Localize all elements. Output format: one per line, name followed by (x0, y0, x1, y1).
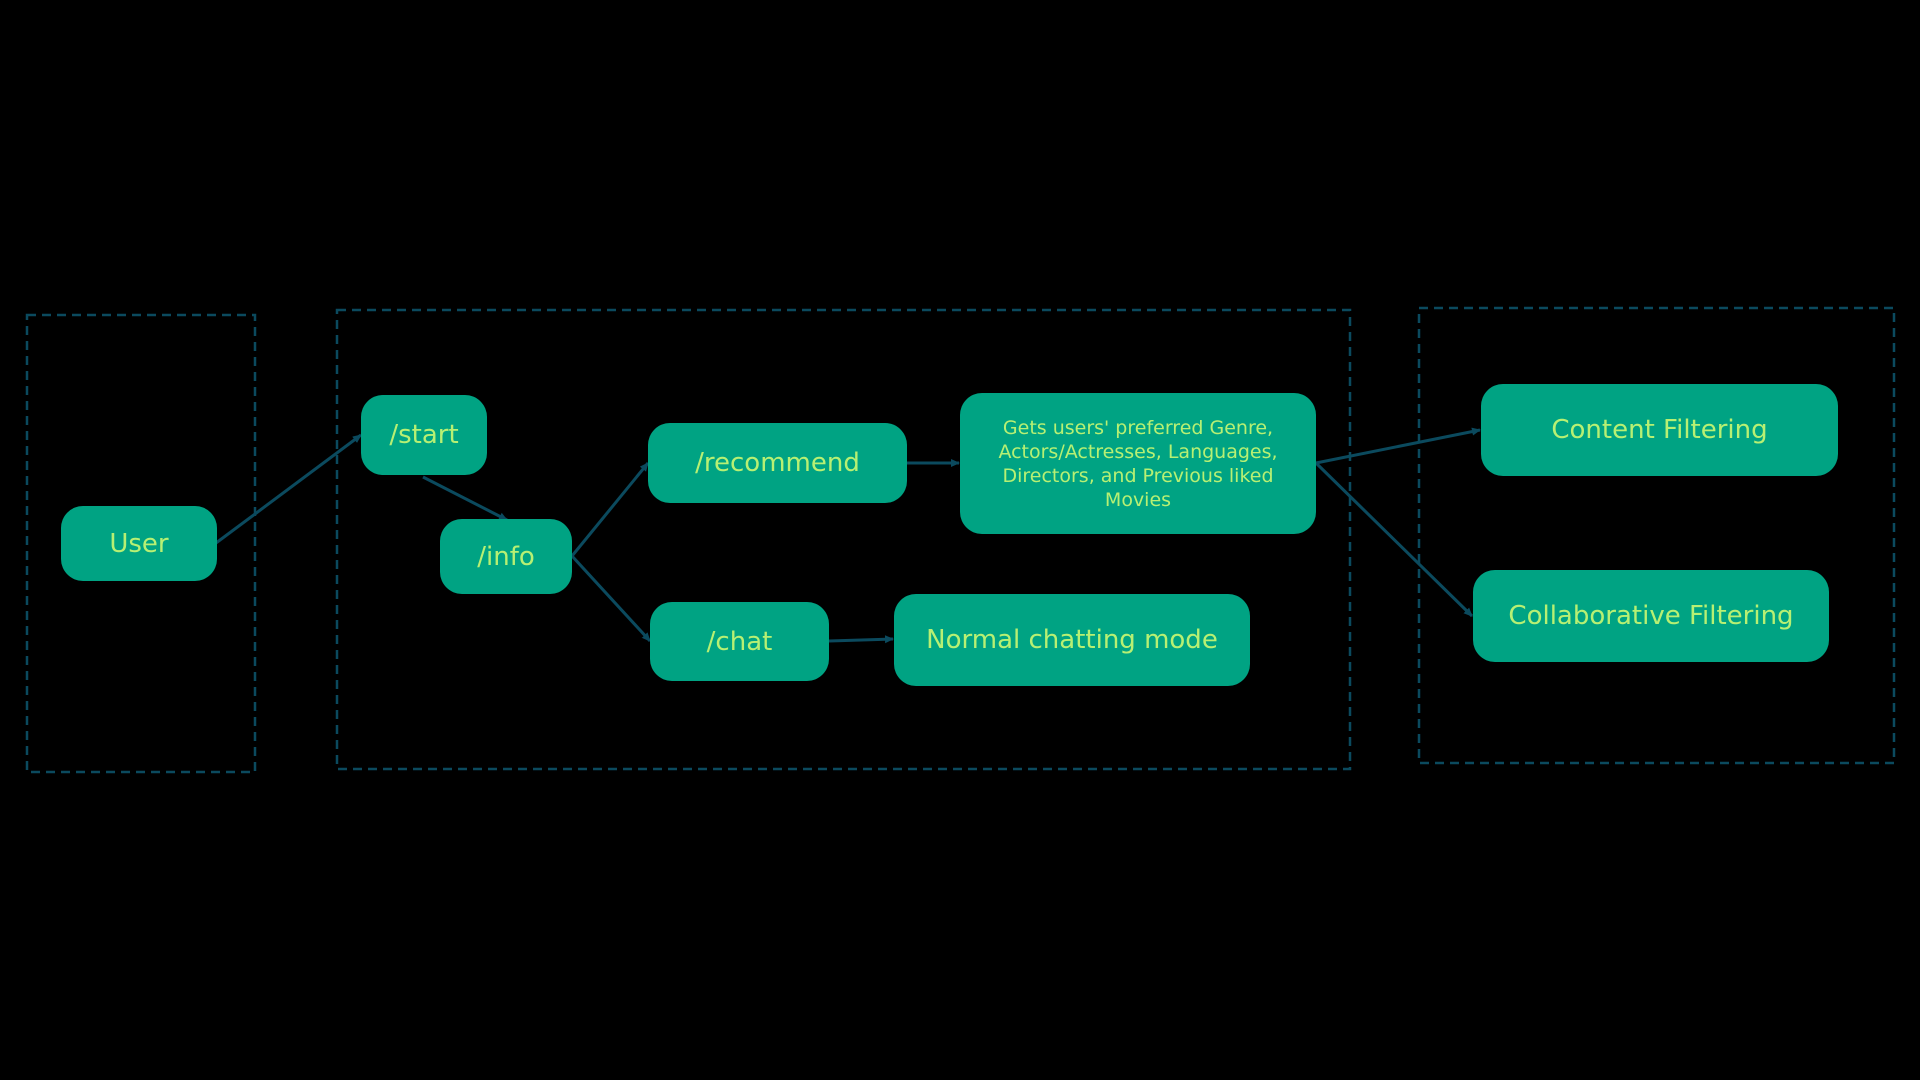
user-preferences-node: Gets users' preferred Genre, Actors/Actr… (960, 393, 1316, 534)
recommend-command-node: /recommend (648, 423, 907, 503)
normal-chatting-mode-node: Normal chatting mode (894, 594, 1250, 686)
arrow-chat-to-chatting-mode (828, 635, 894, 644)
collaborative-filtering-node: Collaborative Filtering (1473, 570, 1829, 662)
filtering-group-border (1417, 306, 1896, 765)
arrow-info-to-chat (570, 554, 652, 643)
arrow-preferences-to-collaborative-filtering (1314, 461, 1474, 618)
arrow-start-to-info (422, 475, 508, 522)
arrow-info-to-recommend (570, 462, 650, 557)
chat-command-node: /chat (650, 602, 829, 681)
content-filtering-node: Content Filtering (1481, 384, 1838, 476)
user-group-border (25, 313, 257, 774)
arrow-preferences-to-content-filtering (1315, 427, 1481, 465)
info-command-node: /info (440, 519, 572, 594)
user-preferences-text: Gets users' preferred Genre, Actors/Actr… (998, 416, 1278, 511)
start-command-node: /start (361, 395, 487, 475)
arrow-user-to-start (215, 433, 362, 545)
user-node: User (61, 506, 217, 581)
